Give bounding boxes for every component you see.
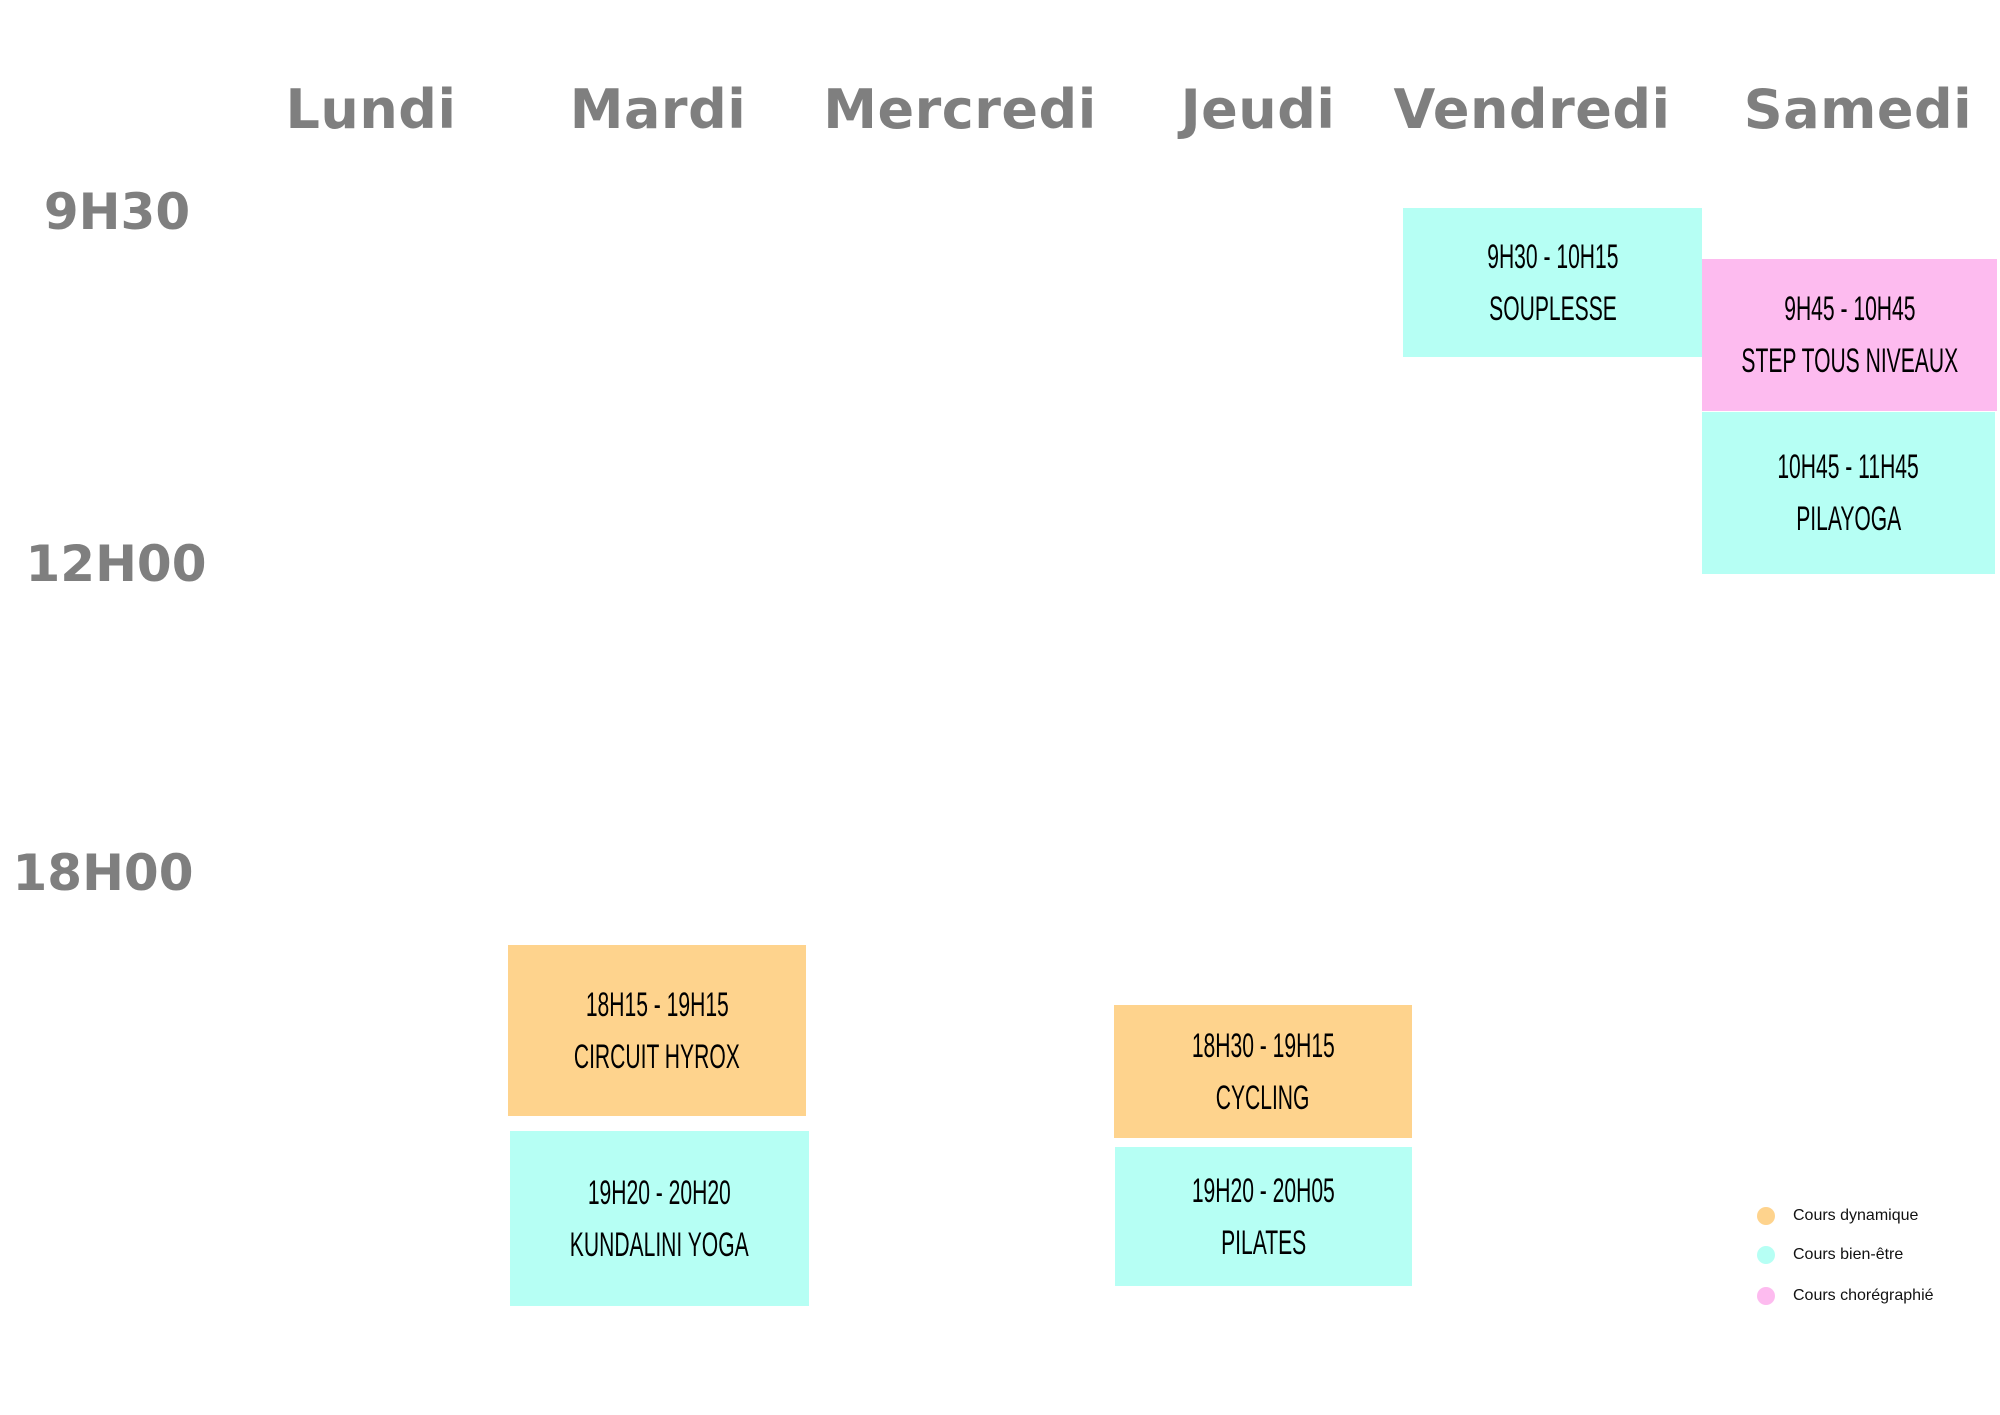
- class-name: CIRCUIT HYROX: [574, 1037, 740, 1076]
- class-time: 19H20 - 20H05: [1192, 1171, 1335, 1210]
- day-jeudi: Jeudi: [1180, 78, 1336, 141]
- class-block: 19H20 - 20H20 KUNDALINI YOGA: [510, 1131, 809, 1306]
- legend-label: Cours chorégraphié: [1793, 1287, 1934, 1304]
- time-label: 12H00: [25, 535, 207, 593]
- dot-icon: [1757, 1207, 1775, 1225]
- class-name: KUNDALINI YOGA: [570, 1225, 749, 1264]
- dot-icon: [1757, 1246, 1775, 1264]
- class-time: 18H15 - 19H15: [585, 985, 729, 1024]
- day-vendredi: Vendredi: [1393, 78, 1671, 141]
- day-lundi: Lundi: [285, 78, 457, 141]
- class-time: 19H20 - 20H20: [588, 1173, 731, 1212]
- class-name: PILATES: [1220, 1223, 1307, 1262]
- class-time: 10H45 - 11H45: [1777, 448, 1920, 486]
- class-block: 9H45 - 10H45 STEP TOUS NIVEAUX: [1702, 259, 1997, 411]
- class-block: 10H45 - 11H45 PILAYOGA: [1702, 412, 1995, 574]
- class-block: 9H30 - 10H15 SOUPLESSE: [1403, 208, 1702, 357]
- class-time: 9H30 - 10H15: [1486, 237, 1619, 276]
- class-block: 18H30 - 19H15 CYCLING: [1114, 1005, 1412, 1138]
- class-name: STEP TOUS NIVEAUX: [1741, 342, 1958, 380]
- class-name: SOUPLESSE: [1488, 289, 1617, 328]
- class-block: 18H15 - 19H15 CIRCUIT HYROX: [508, 945, 806, 1116]
- class-time: 18H30 - 19H15: [1191, 1026, 1335, 1065]
- time-label: 18H00: [12, 844, 194, 902]
- legend-label: Cours bien-être: [1793, 1246, 1904, 1263]
- legend-item: Cours dynamique: [1757, 1207, 1918, 1225]
- day-mercredi: Mercredi: [823, 78, 1097, 141]
- dot-icon: [1757, 1287, 1775, 1305]
- class-time: 9H45 - 10H45: [1783, 290, 1916, 328]
- time-label: 9H30: [43, 183, 191, 241]
- legend-label: Cours dynamique: [1793, 1207, 1919, 1224]
- class-name: CYCLING: [1216, 1078, 1310, 1117]
- legend-item: Cours chorégraphié: [1757, 1287, 1934, 1305]
- class-block: 19H20 - 20H05 PILATES: [1115, 1147, 1412, 1286]
- legend-item: Cours bien-être: [1757, 1246, 1903, 1264]
- class-name: PILAYOGA: [1795, 500, 1902, 538]
- day-mardi: Mardi: [569, 78, 747, 141]
- day-samedi: Samedi: [1743, 78, 1973, 141]
